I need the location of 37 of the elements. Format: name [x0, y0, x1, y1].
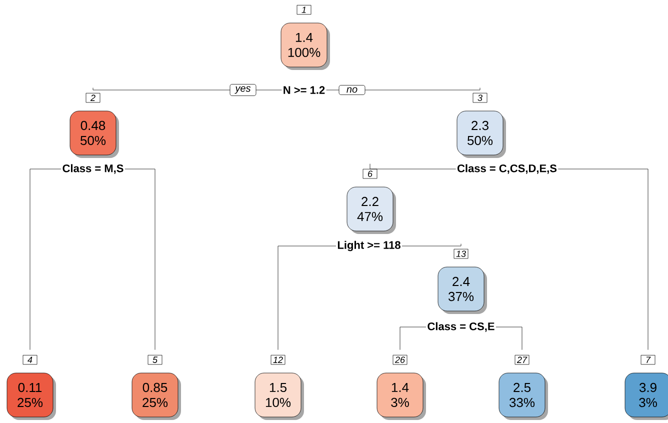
branch-line [496, 326, 522, 350]
node-label: 6 [368, 170, 373, 177]
branch-line [558, 168, 648, 350]
branch-line [400, 326, 426, 350]
node-label: 13 [456, 250, 466, 257]
node-label: 1 [302, 6, 306, 13]
node-label: 7 [646, 356, 651, 363]
edge-label: no [338, 85, 366, 95]
tree-node: 1.4 100% 1 [280, 5, 330, 70]
edge-label: yes [230, 84, 256, 96]
node-label: 2 [90, 94, 96, 101]
node-label: 12 [273, 356, 283, 363]
branch-line [124, 168, 156, 350]
tree-node: 0.48 50% 2 [70, 92, 119, 158]
node-label: 3 [478, 94, 482, 101]
tree-node: 2.5 33% 27 [498, 354, 548, 420]
tree-node: 2.2 47% 6 [346, 168, 396, 234]
node-label: 26 [394, 356, 406, 363]
node-label: 4 [28, 356, 32, 363]
branch-line [402, 244, 462, 246]
split-label: Class = C,CS,D,E,S [457, 164, 557, 174]
split-label: Light >= 118 [338, 240, 400, 252]
tree-node: 1.4 3% 26 [376, 354, 426, 420]
split-label: Class = CS,E [428, 322, 494, 332]
tree-node: 3.9 3% 7 [624, 355, 668, 420]
branch-line [370, 164, 456, 170]
tree-node: 0.11 25% 4 [6, 355, 56, 420]
branch-line [278, 246, 336, 350]
node-label: 27 [516, 356, 528, 363]
branch-line [30, 168, 62, 350]
split-label: N >= 1.2 [284, 86, 325, 94]
tree-node: 2.4 37% 13 [438, 248, 487, 314]
tree-node: 2.3 50% 3 [456, 92, 506, 158]
tree-node: 1.5 10% 12 [254, 354, 304, 420]
split-label: Class = M,S [62, 164, 124, 174]
node-label: 5 [152, 356, 158, 363]
tree-node: 0.85 25% 5 [132, 354, 181, 420]
